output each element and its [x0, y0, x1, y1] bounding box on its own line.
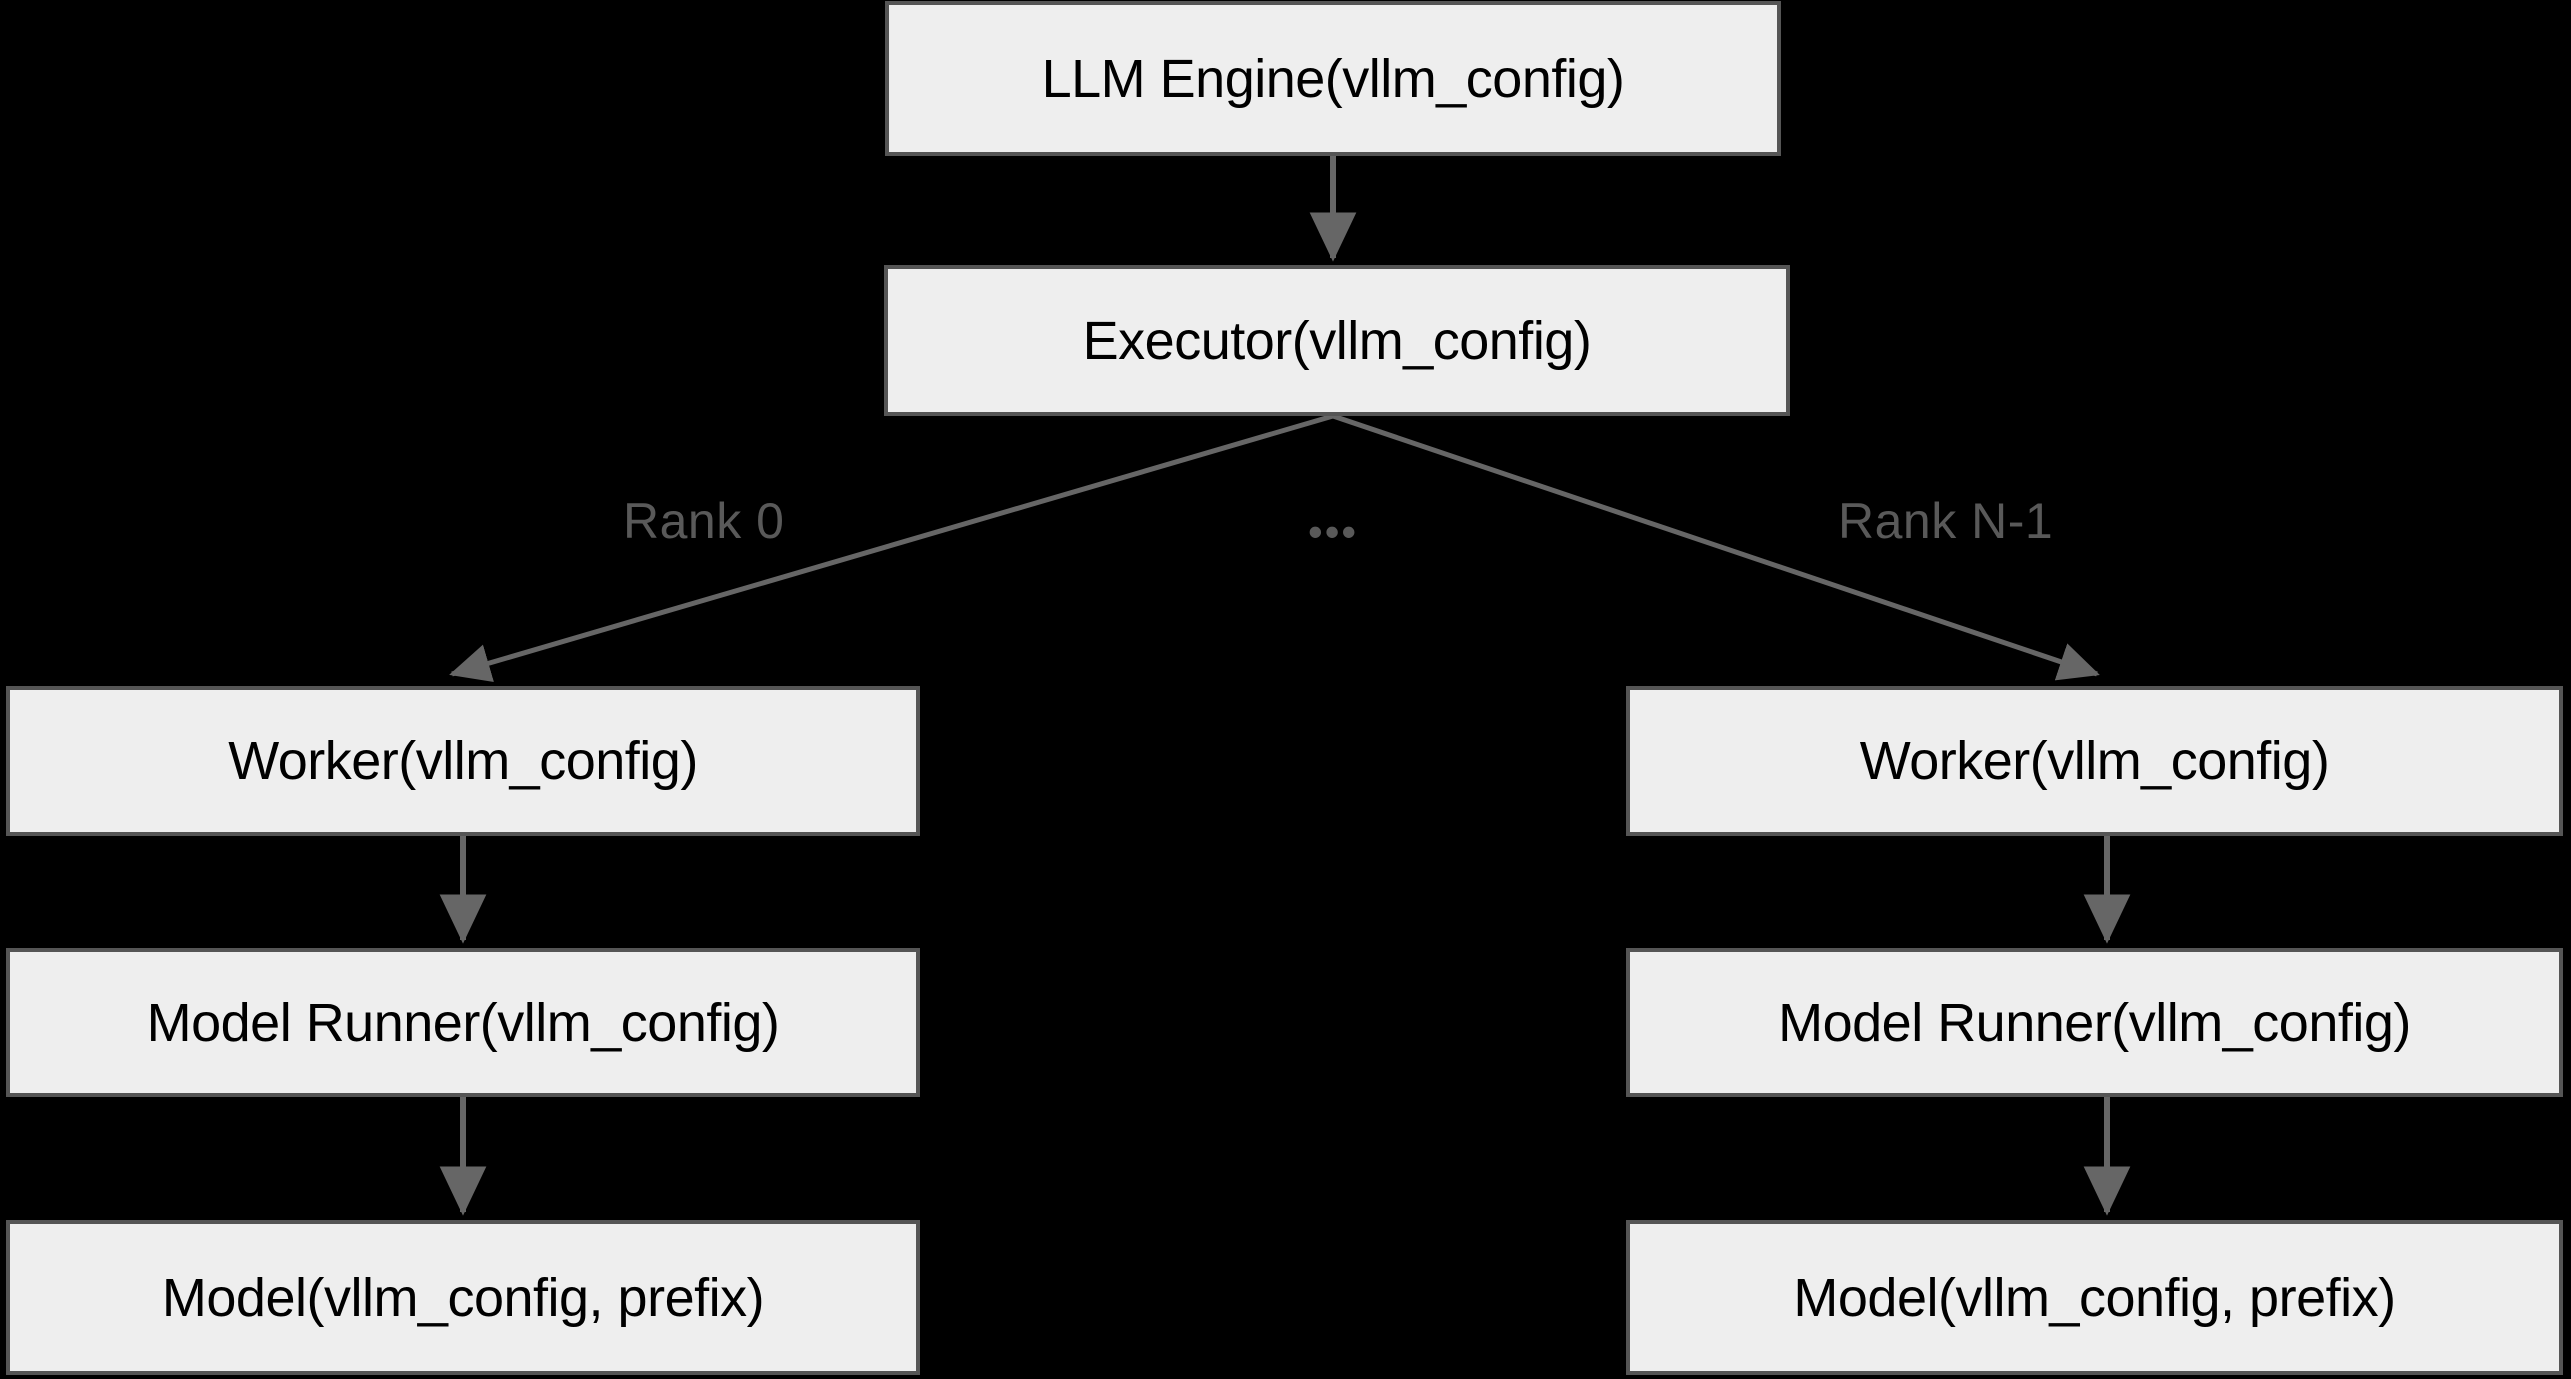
node-model-runner-rank0[interactable]: Model Runner(vllm_config) [6, 948, 920, 1097]
edge-executor-to-worker-rank0 [449, 413, 1334, 683]
node-model-runner-rank0-label: Model Runner(vllm_config) [146, 992, 780, 1053]
node-worker-rankn-label: Worker(vllm_config) [1859, 731, 2330, 791]
node-llm-engine-label: LLM Engine(vllm_config) [1041, 48, 1625, 109]
node-model-rankn-label: Model(vllm_config, prefix) [1793, 1267, 2396, 1328]
node-model-rank0[interactable]: Model(vllm_config, prefix) [6, 1220, 920, 1375]
node-model-rankn[interactable]: Model(vllm_config, prefix) [1626, 1220, 2563, 1375]
node-model-runner-rankn[interactable]: Model Runner(vllm_config) [1626, 948, 2563, 1097]
node-executor-label: Executor(vllm_config) [1082, 310, 1592, 371]
edge-label-ellipsis: ••• [1308, 508, 1359, 555]
node-model-rank0-label: Model(vllm_config, prefix) [161, 1267, 765, 1328]
edge-label-rank-n-minus-1: Rank N-1 [1838, 493, 2054, 549]
node-worker-rank0-label: Worker(vllm_config) [228, 731, 698, 791]
edge-label-rank0: Rank 0 [623, 493, 785, 549]
node-model-runner-rankn-label: Model Runner(vllm_config) [1778, 992, 2411, 1053]
node-worker-rankn[interactable]: Worker(vllm_config) [1626, 686, 2563, 836]
node-executor[interactable]: Executor(vllm_config) [884, 265, 1790, 416]
node-worker-rank0[interactable]: Worker(vllm_config) [6, 686, 920, 836]
node-llm-engine[interactable]: LLM Engine(vllm_config) [885, 1, 1781, 156]
